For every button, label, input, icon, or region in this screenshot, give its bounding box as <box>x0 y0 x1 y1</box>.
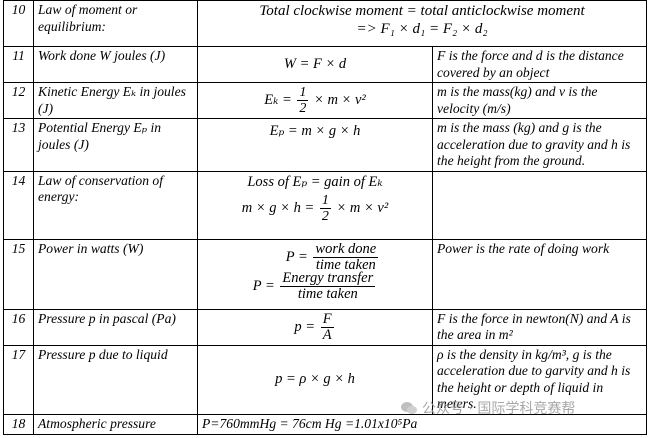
denominator: 2 <box>299 101 307 116</box>
formula-table: 10 Law of moment or equilibrium: Total c… <box>3 0 648 435</box>
quantity-name: Work done W joules (J) <box>33 46 198 83</box>
numerator: Energy transfer <box>280 269 376 287</box>
formula-line: p = ρ × g × h <box>275 371 355 388</box>
notes-cell: m is the mass (kg) and g is the accelera… <box>431 118 648 172</box>
row-number: 18 <box>3 413 34 435</box>
row-number: 15 <box>3 238 34 310</box>
formula-lhs: Eₖ = <box>264 91 292 108</box>
notes-cell: ρ is the density in kg/m³, g is the acce… <box>431 344 648 415</box>
formula-line: W = F × d <box>283 56 347 73</box>
table-row: 14 Law of conservation of energy: Loss o… <box>3 170 648 240</box>
table-row: 18 Atmospheric pressure P=760mmHg = 76cm… <box>3 413 648 435</box>
notes-cell: F is the force in newton(N) and A is the… <box>431 308 648 346</box>
formula-line: Eₚ = m × g × h <box>269 123 361 139</box>
formula-lhs: p = <box>294 318 316 335</box>
formula-line: Loss of Eₚ = gain of Eₖ <box>247 173 383 190</box>
notes-cell: Power is the rate of doing work <box>431 238 648 310</box>
denominator: A <box>322 326 332 343</box>
formula-cell: P=760mmHg = 76cm Hg =1.01x10⁵Pa <box>196 413 648 435</box>
quantity-name: Law of moment or equilibrium: <box>33 0 198 47</box>
denominator: 2 <box>321 209 329 224</box>
formula-lhs: m × g × h = <box>241 199 315 216</box>
formula-cell: Total clockwise moment = total anticlock… <box>196 0 648 47</box>
quantity-name: Pressure p due to liquid <box>33 344 198 415</box>
watermark-text: 公众号 · 国际学科竞赛帮 <box>422 401 576 417</box>
quantity-name: Law of conservation of energy: <box>33 170 198 240</box>
table-row: 13 Potential Energy Eₚ in joules (J) Eₚ … <box>3 118 648 172</box>
row-number: 14 <box>3 170 34 240</box>
notes-cell: F is the force and d is the distance cov… <box>431 46 648 83</box>
quantity-name: Kinetic Energy Eₖ in joules (J) <box>33 82 198 119</box>
table-row: 17 Pressure p due to liquid p = ρ × g × … <box>3 344 648 415</box>
notes-cell <box>431 170 648 240</box>
row-number: 11 <box>3 46 34 83</box>
formula-line: => F₁ × d₁ = F₂ × d₂ <box>356 21 488 37</box>
formula-cell: W = F × d <box>197 46 433 83</box>
denominator: time taken <box>315 256 376 273</box>
watermark: 公众号 · 国际学科竞赛帮 <box>400 398 575 418</box>
formula-rhs: × m × v² <box>336 199 389 216</box>
quantity-name: Power in watts (W) <box>33 238 198 310</box>
numerator: 1 <box>319 193 331 209</box>
wechat-icon <box>401 402 417 414</box>
numerator: work done <box>313 240 379 258</box>
formula-cell: p = ρ × g × h <box>197 344 433 415</box>
quantity-name: Pressure p in pascal (Pa) <box>33 308 198 346</box>
table-row: 12 Kinetic Energy Eₖ in joules (J) Eₖ = … <box>3 82 648 119</box>
formula-rhs: × m × v² <box>314 91 366 108</box>
row-number: 13 <box>3 118 34 172</box>
row-number: 16 <box>3 308 34 346</box>
row-number: 17 <box>3 344 34 415</box>
numerator: F <box>320 310 334 328</box>
numerator: 1 <box>297 85 309 101</box>
notes-cell: m is the mass(kg) and v is the velocity … <box>431 82 648 119</box>
quantity-name: Atmospheric pressure <box>33 413 198 435</box>
formula-cell: Eₚ = m × g × h <box>197 118 433 172</box>
row-number: 10 <box>3 0 34 47</box>
denominator: time taken <box>297 285 358 302</box>
formula-lhs: P = <box>285 248 308 265</box>
table-row: 11 Work done W joules (J) W = F × d F is… <box>3 46 648 83</box>
formula-line: Total clockwise moment = total anticlock… <box>259 3 585 19</box>
formula-lhs: P = <box>252 277 275 294</box>
row-number: 12 <box>3 82 34 119</box>
table-row: 10 Law of moment or equilibrium: Total c… <box>3 0 648 47</box>
quantity-name: Potential Energy Eₚ in joules (J) <box>33 118 198 172</box>
